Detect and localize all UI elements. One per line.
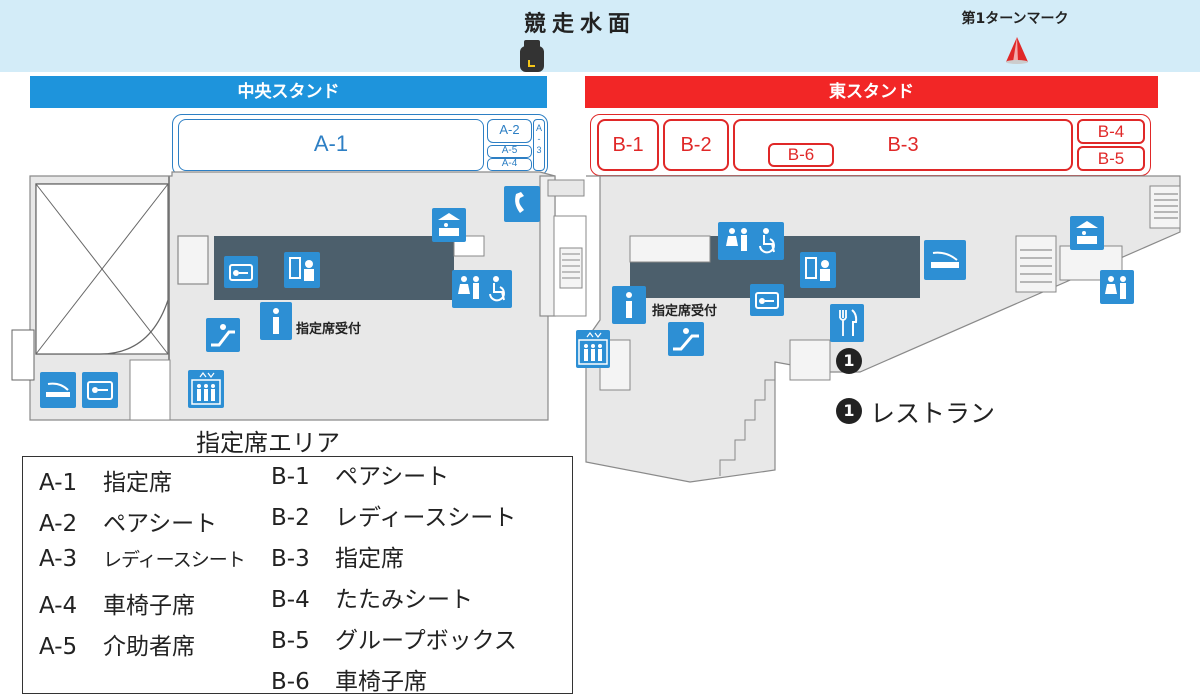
atrium-void [35,183,169,355]
race-water-label: 競走水面 [523,12,636,37]
legend-code: A-2 [39,511,78,537]
ticket-machine-icon [800,252,836,288]
smoking-area-icon [924,240,966,280]
legend-name: 車椅子席 [103,593,195,619]
food-stall-icon [1070,216,1104,250]
seat-block-a1[interactable]: A-1 [178,119,484,171]
seat-legend: A-1 指定席 A-2 ペアシート A-3 レディースシート A-4 車椅子席 A-5 介助者席 B… [22,456,573,696]
locker-icon [82,372,118,408]
legend-name: ペアシート [335,464,450,490]
restaurant-marker-map: 1 [836,348,862,374]
legend-name: 指定席 [335,546,404,572]
restroom-icon [718,222,784,260]
food-stall-icon [432,208,466,242]
center-stand-bar: 中央スタンド [30,76,547,108]
seat-block-a5[interactable]: A-5 [487,145,532,158]
legend-name: ペアシート [103,511,218,537]
legend-item: B-5 グループボックス [271,621,517,655]
camera-icon [520,40,544,72]
legend-item: B-2 レディースシート [271,498,516,532]
legend-item: B-4 たたみシート [271,580,473,614]
legend-code: B-1 [271,464,310,490]
seat-block-b3[interactable]: B-3 [733,119,1073,171]
seat-block-b6[interactable]: B-6 [768,143,834,167]
seat-block-b1[interactable]: B-1 [597,119,659,171]
elevator-icon [576,330,610,368]
seat-block-b5[interactable]: B-5 [1077,146,1145,171]
legend-code: B-4 [271,587,310,613]
legend-item: A-3 レディースシート [39,545,246,572]
info-icon [612,286,646,324]
seat-block-a2[interactable]: A-2 [487,119,532,143]
legend-name: 車椅子席 [335,669,427,695]
turn-mark-icon [1006,37,1028,64]
legend-code: A-1 [39,470,78,496]
locker-icon [750,284,784,316]
legend-name: レディースシート [335,505,517,531]
reservation-desk-label-east: 指定席受付 [652,304,718,319]
legend-item: B-1 ペアシート [271,457,449,491]
legend-name: たたみシート [335,587,473,613]
escalator-icon [668,322,704,356]
legend-code: B-5 [271,628,310,654]
smoking-area-icon [40,372,76,408]
restaurant-legend-label: レストラン [870,399,996,428]
locker-icon [224,256,258,288]
elevator-icon [188,370,224,408]
legend-code: A-5 [39,634,78,660]
legend-item: A-5 介助者席 [39,627,195,661]
legend-item: B-6 車椅子席 [271,662,427,696]
legend-code: B-2 [271,505,310,531]
legend-item: B-3 指定席 [271,539,404,573]
escalator-icon [206,318,240,352]
legend-item: A-2 ペアシート [39,504,217,538]
restaurant-marker-legend: 1 [836,398,862,424]
info-icon [260,302,292,340]
legend-name: 指定席 [103,470,172,496]
ticket-machine-icon [284,252,320,288]
restroom-icon [1100,270,1134,304]
restaurant-icon [830,304,864,342]
race-water-area [0,0,1200,72]
legend-code: A-4 [39,593,78,619]
seat-block-a4[interactable]: A-4 [487,158,532,171]
legend-name: 介助者席 [103,634,195,660]
legend-item: A-1 指定席 [39,463,172,497]
reserved-area-label: 指定席エリア [196,429,340,457]
telephone-icon [504,186,540,222]
legend-code: A-3 [39,546,78,572]
seat-block-b2[interactable]: B-2 [663,119,729,171]
reservation-desk-label-center: 指定席受付 [296,322,362,337]
stair-left [11,329,35,381]
legend-name: レディースシート [103,549,246,571]
seat-block-a3[interactable]: A - 3 [533,119,545,171]
legend-item: A-4 車椅子席 [39,586,195,620]
east-stand-bar: 東スタンド [585,76,1158,108]
seat-block-b4[interactable]: B-4 [1077,119,1145,144]
legend-code: B-6 [271,669,310,695]
legend-code: B-3 [271,546,310,572]
restroom-icon [452,270,512,308]
legend-name: グループボックス [335,628,517,654]
turn-mark-label: 第1ターンマーク [961,11,1069,27]
